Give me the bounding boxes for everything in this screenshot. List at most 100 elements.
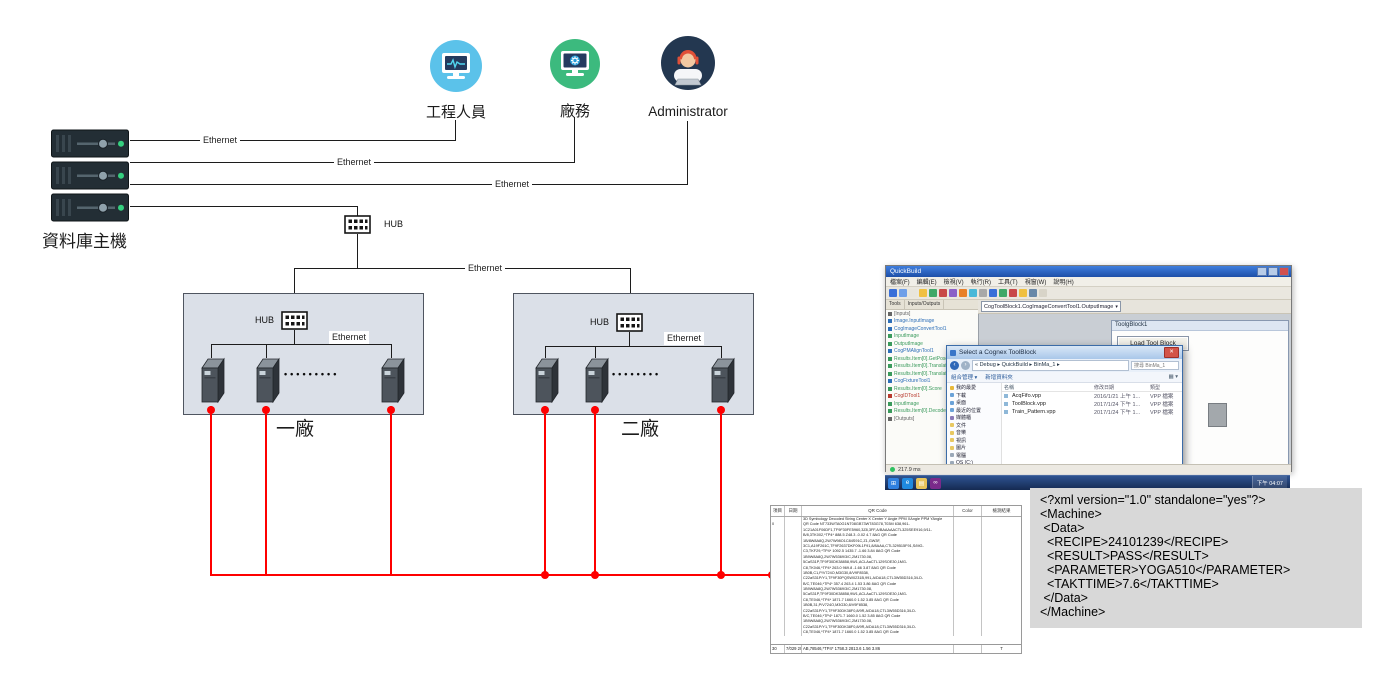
close-icon[interactable]: ✕ <box>1164 347 1179 358</box>
toolbar-icon[interactable] <box>999 289 1007 297</box>
menu-item[interactable]: 檢視(V) <box>943 280 964 286</box>
toolbar-icon[interactable] <box>919 289 927 297</box>
tree-item[interactable]: Results.Item[0].GetPose() <box>886 355 978 363</box>
folder-icon <box>950 415 954 420</box>
file-row[interactable]: ToolBlock.vpp 2017/1/24 下午 1... VPP 檔案 <box>1002 400 1182 408</box>
tree-item[interactable]: Results.Item[0].Score <box>886 385 978 393</box>
sidebar-item[interactable]: 視訊 <box>947 437 1001 445</box>
menu-item[interactable]: 視窗(W) <box>1024 280 1047 286</box>
tool-icon <box>888 349 892 354</box>
folder-icon <box>950 385 954 390</box>
toolbar-icon[interactable] <box>929 289 937 297</box>
tree-item[interactable]: CogImageConvertTool1 <box>886 325 978 333</box>
sidebar-item[interactable]: OS (C:) <box>947 459 1001 464</box>
tool-icon <box>888 409 892 414</box>
junction-dot <box>591 571 599 579</box>
toolbar-icon[interactable] <box>939 289 947 297</box>
system-tray[interactable]: 下午 04:07 <box>1251 476 1287 490</box>
search-input[interactable] <box>1131 361 1179 370</box>
junction-dot <box>207 406 215 414</box>
menu-item[interactable]: 說明(H) <box>1053 280 1074 286</box>
file-row[interactable]: AcqFifo.vpp 2016/1/21 上午 1... VPP 檔案 <box>1002 392 1182 400</box>
tool-icon <box>888 364 892 369</box>
tree-item[interactable]: Results.Item[0].TranslationX <box>886 363 978 371</box>
column-result: 檢測結果 <box>992 508 1011 513</box>
tree-item[interactable]: Results.Item[0].DecodedData <box>886 408 978 416</box>
toolbar-icon[interactable] <box>949 289 957 297</box>
sidebar-item[interactable]: 媒體櫃 <box>947 414 1001 422</box>
tree-item[interactable]: Results.Item[0].TranslationY <box>886 370 978 378</box>
tree-item[interactable]: OutputImage <box>886 340 978 348</box>
database-server-icon <box>51 129 129 158</box>
connection-line <box>721 346 722 358</box>
menu-item[interactable]: 執行(R) <box>970 280 992 286</box>
machine-icon <box>585 358 609 403</box>
toolbar-icon[interactable] <box>1019 289 1027 297</box>
tree-item[interactable]: InputImage <box>886 400 978 408</box>
junction-dot <box>262 406 270 414</box>
dialog-titlebar[interactable]: Select a Cognex ToolBlock ✕ <box>947 346 1182 359</box>
toolbar-icon[interactable] <box>899 289 907 297</box>
machine-icon <box>535 358 559 403</box>
sidebar-item[interactable]: 桌面 <box>947 399 1001 407</box>
tab-tools[interactable]: Tools <box>886 300 905 309</box>
taskbar-app-icon[interactable]: ∞ <box>930 477 941 489</box>
facility-icon <box>550 39 600 89</box>
tree-item[interactable]: CogFixtureTool1 <box>886 378 978 386</box>
window-controls[interactable] <box>1256 263 1289 281</box>
column-type[interactable]: 類型 <box>1150 384 1161 391</box>
tree-item[interactable]: [Outputs] <box>886 415 978 423</box>
taskbar-app-icon[interactable]: ⊞ <box>888 477 899 489</box>
sidebar-item[interactable]: 我的最愛 <box>947 384 1001 392</box>
tree-item[interactable]: InputImage <box>886 333 978 341</box>
tree-item[interactable]: Image.InputImage <box>886 318 978 326</box>
junction-dot <box>387 406 395 414</box>
toolbar-icon[interactable] <box>969 289 977 297</box>
sidebar-item[interactable]: 音樂 <box>947 429 1001 437</box>
toolbar-icon[interactable] <box>989 289 997 297</box>
menu-item[interactable]: 檔案(F) <box>890 280 910 286</box>
ethernet-label: Ethernet <box>200 134 241 147</box>
data-link-line <box>544 406 546 576</box>
sidebar-item[interactable]: 文件 <box>947 422 1001 430</box>
menu-item[interactable]: 工具(T) <box>998 280 1018 286</box>
toolbar-icon[interactable] <box>959 289 967 297</box>
column-date[interactable]: 修改日期 <box>1094 384 1115 391</box>
taskbar-app-icon[interactable]: ▤ <box>916 477 927 489</box>
sidebar-item[interactable]: 電腦 <box>947 452 1001 460</box>
breadcrumb[interactable]: « Debug ▸ QuickBuild ▸ BinMa_1 ▸ <box>972 360 1129 371</box>
toolbar-icon[interactable] <box>1029 289 1037 297</box>
connection-line <box>545 346 546 358</box>
back-button[interactable]: ‹ <box>950 361 959 370</box>
file-row[interactable]: Train_Pattern.vpp 2017/1/24 下午 1... VPP … <box>1002 408 1182 416</box>
toolbar-icon[interactable] <box>979 289 987 297</box>
app-content: Tools Inputs/Outputs [Inputs] Image.Inpu… <box>886 300 1291 464</box>
toolbar-icon[interactable] <box>1009 289 1017 297</box>
column-name[interactable]: 名稱 <box>1004 384 1015 391</box>
tree-item[interactable]: [Inputs] <box>886 310 978 318</box>
sidebar-item[interactable]: 最近的位置 <box>947 407 1001 415</box>
tree-item[interactable]: CogPMAlignTool1 <box>886 348 978 356</box>
sidebar-item[interactable]: 圖片 <box>947 444 1001 452</box>
toolbar-icon[interactable] <box>909 289 917 297</box>
forward-button[interactable]: › <box>961 361 970 370</box>
tab-inputs-outputs[interactable]: Inputs/Outputs <box>905 300 945 309</box>
image-source-dropdown[interactable]: CogToolBlock1.CogImageConvertTool1.Outpu… <box>981 301 1121 312</box>
tree-item[interactable]: CogIDTool1 <box>886 393 978 401</box>
menu-item[interactable]: 編輯(E) <box>916 280 937 286</box>
table-row: C22aS31P/Y1,TF9F30DK38F0,8/9R,A/DA18,CTL… <box>771 624 1021 631</box>
ethernet-label: Ethernet <box>492 178 533 191</box>
taskbar-app-icon[interactable]: e <box>902 477 913 489</box>
app-titlebar[interactable]: QuickBuild <box>886 266 1291 277</box>
new-folder-button[interactable]: 新增資料夾 <box>985 375 1013 381</box>
view-options-icon[interactable]: ▦ ▾ <box>1168 374 1179 380</box>
xml-line: </Data> <box>1040 591 1088 605</box>
toolbar-icon[interactable] <box>889 289 897 297</box>
sidebar-item[interactable]: 下載 <box>947 392 1001 400</box>
tool-icon <box>888 416 892 421</box>
folder-icon <box>950 408 954 413</box>
organize-menu[interactable]: 組合管理 ▾ <box>951 375 978 381</box>
toolbar-icon[interactable] <box>1039 289 1047 297</box>
junction-dot <box>541 571 549 579</box>
pipeline-strip: CogToolBlock1.CogImageConvertTool1.Outpu… <box>978 300 1291 314</box>
